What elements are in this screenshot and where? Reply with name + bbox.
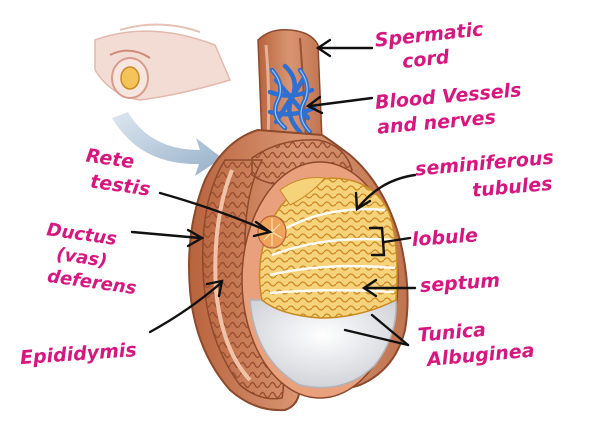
label-blood-vessels: Blood Vessels and nerves — [374, 79, 531, 139]
seminiferous-tubules — [258, 177, 398, 319]
pointer-arrows — [130, 38, 417, 347]
label-seminiferous-tubules: seminiferous tubules — [414, 146, 563, 207]
label-spermatic-cord: Spermatic cord — [374, 18, 494, 76]
label-rete-testis: Rete testis — [81, 145, 155, 201]
label-septum: septum — [419, 270, 501, 298]
label-ductus-deferens: Ductus (vas) deferens — [39, 219, 144, 299]
zoom-arrow — [112, 112, 222, 176]
spermatic-cord — [257, 28, 323, 146]
inset-illustration — [94, 23, 232, 101]
upper-lobule — [279, 177, 327, 206]
label-lobule: lobule — [411, 224, 479, 251]
label-tunica-albuginea: Tunica Albuginea — [417, 315, 535, 372]
label-epididymis: Epididymis — [19, 339, 137, 369]
